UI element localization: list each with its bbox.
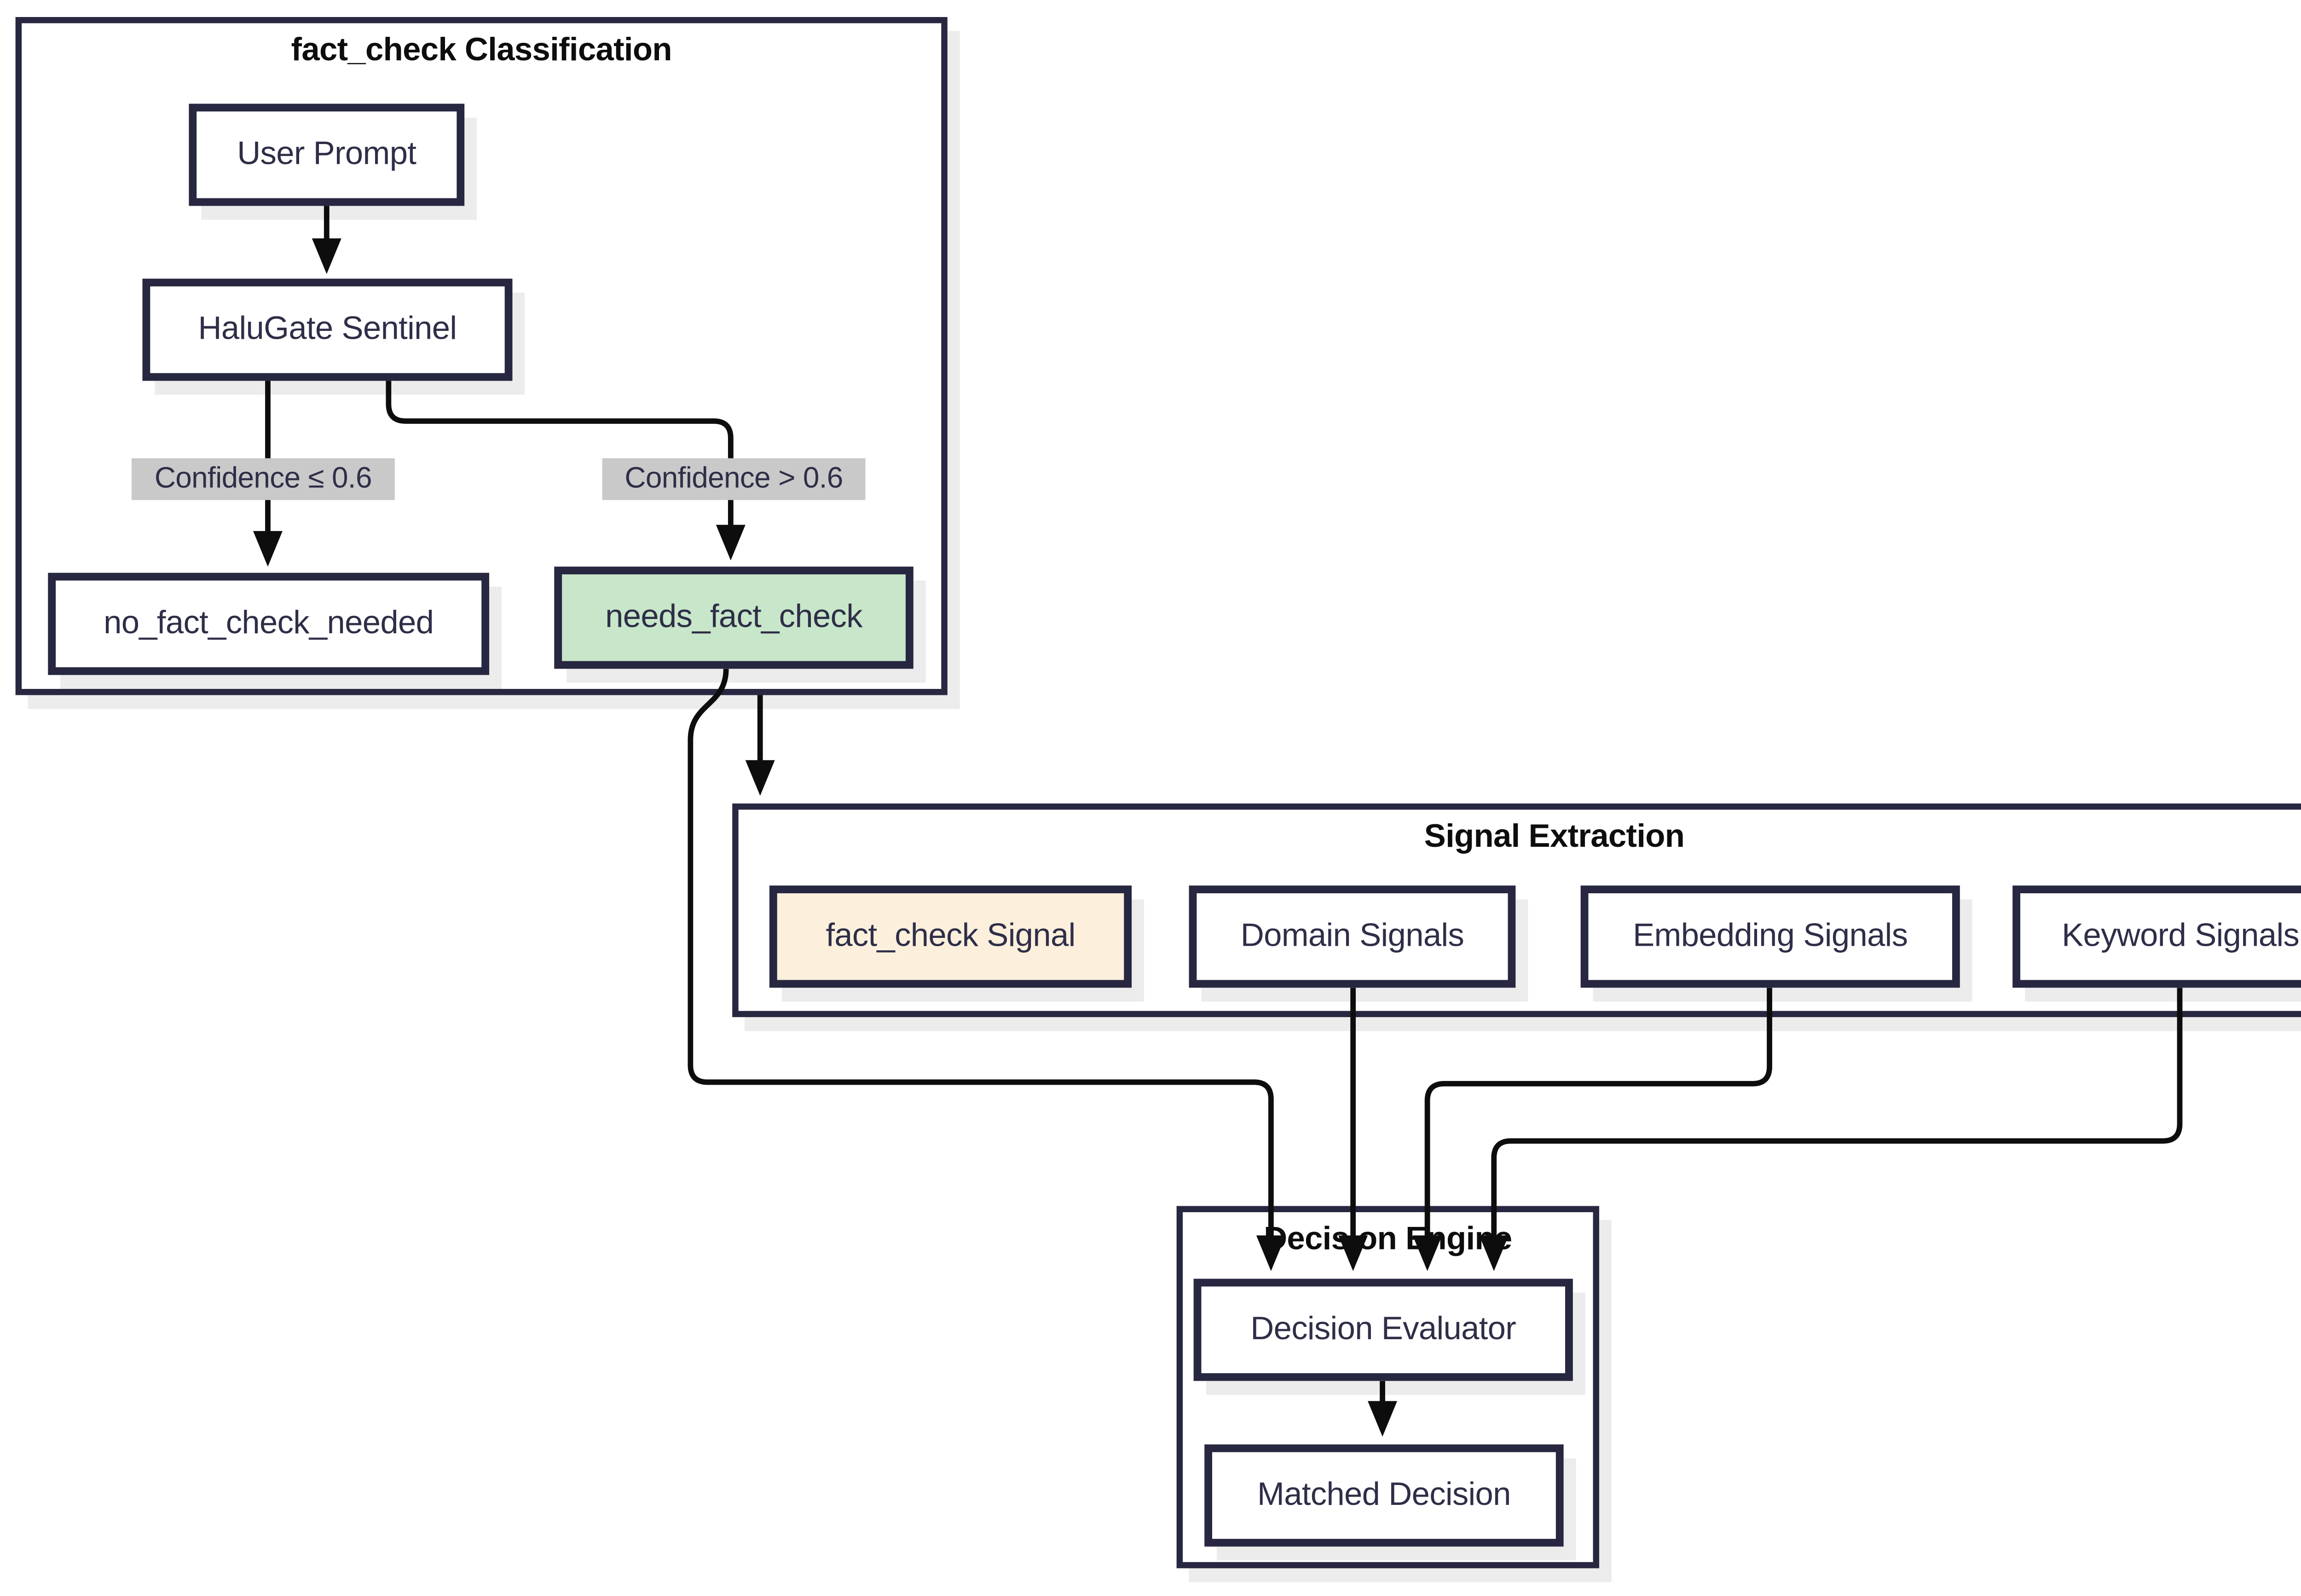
arrowhead-halugate-to-needs-fact-check (716, 525, 746, 561)
arrowhead-needs-fact-check-to-signal-extraction (745, 760, 775, 796)
node-matched-decision: Matched Decision (1204, 1444, 1564, 1547)
node-no-fact-check-needed: no_fact_check_needed (48, 572, 490, 675)
edge-label-confidence-low: Confidence ≤ 0.6 (131, 458, 395, 500)
arrowhead-domain-signals-to-decision-evaluator (1338, 1235, 1368, 1271)
edge-needs-fact-check-to-decision-evaluator (688, 669, 1274, 1240)
arrowhead-embedding-signals-to-decision-evaluator (1412, 1235, 1442, 1271)
edge-halugate-to-needs-fact-check (386, 381, 734, 530)
node-user-prompt: User Prompt (189, 104, 465, 206)
cluster-title-decision-engine: Decision Engine (1264, 1221, 1512, 1257)
cluster-title-fact-check-classification: fact_check Classification (291, 32, 672, 69)
edge-label-confidence-high: Confidence > 0.6 (602, 458, 866, 500)
arrowhead-user-prompt-to-halugate (312, 238, 341, 274)
edge-keyword-signals-to-decision-evaluator (1491, 988, 2183, 1240)
node-needs-fact-check: needs_fact_check (554, 567, 913, 669)
node-halugate-sentinel: HaluGate Sentinel (142, 278, 513, 381)
node-domain-signals: Domain Signals (1189, 885, 1516, 988)
arrowhead-keyword-signals-to-decision-evaluator (1479, 1235, 1509, 1271)
cluster-title-signal-extraction: Signal Extraction (1424, 819, 1685, 855)
arrowhead-decision-evaluator-to-matched-decision (1368, 1401, 1398, 1437)
arrowhead-halugate-to-no-fact-check (253, 531, 283, 567)
arrowhead-needs-fact-check-to-decision-evaluator (1256, 1235, 1286, 1271)
node-fact-check-signal: fact_check Signal (769, 885, 1132, 988)
node-decision-evaluator: Decision Evaluator (1193, 1278, 1573, 1381)
edge-embedding-signals-to-decision-evaluator (1424, 988, 1772, 1240)
node-embedding-signals: Embedding Signals (1580, 885, 1960, 988)
node-keyword-signals: Keyword Signals (2012, 885, 2301, 988)
